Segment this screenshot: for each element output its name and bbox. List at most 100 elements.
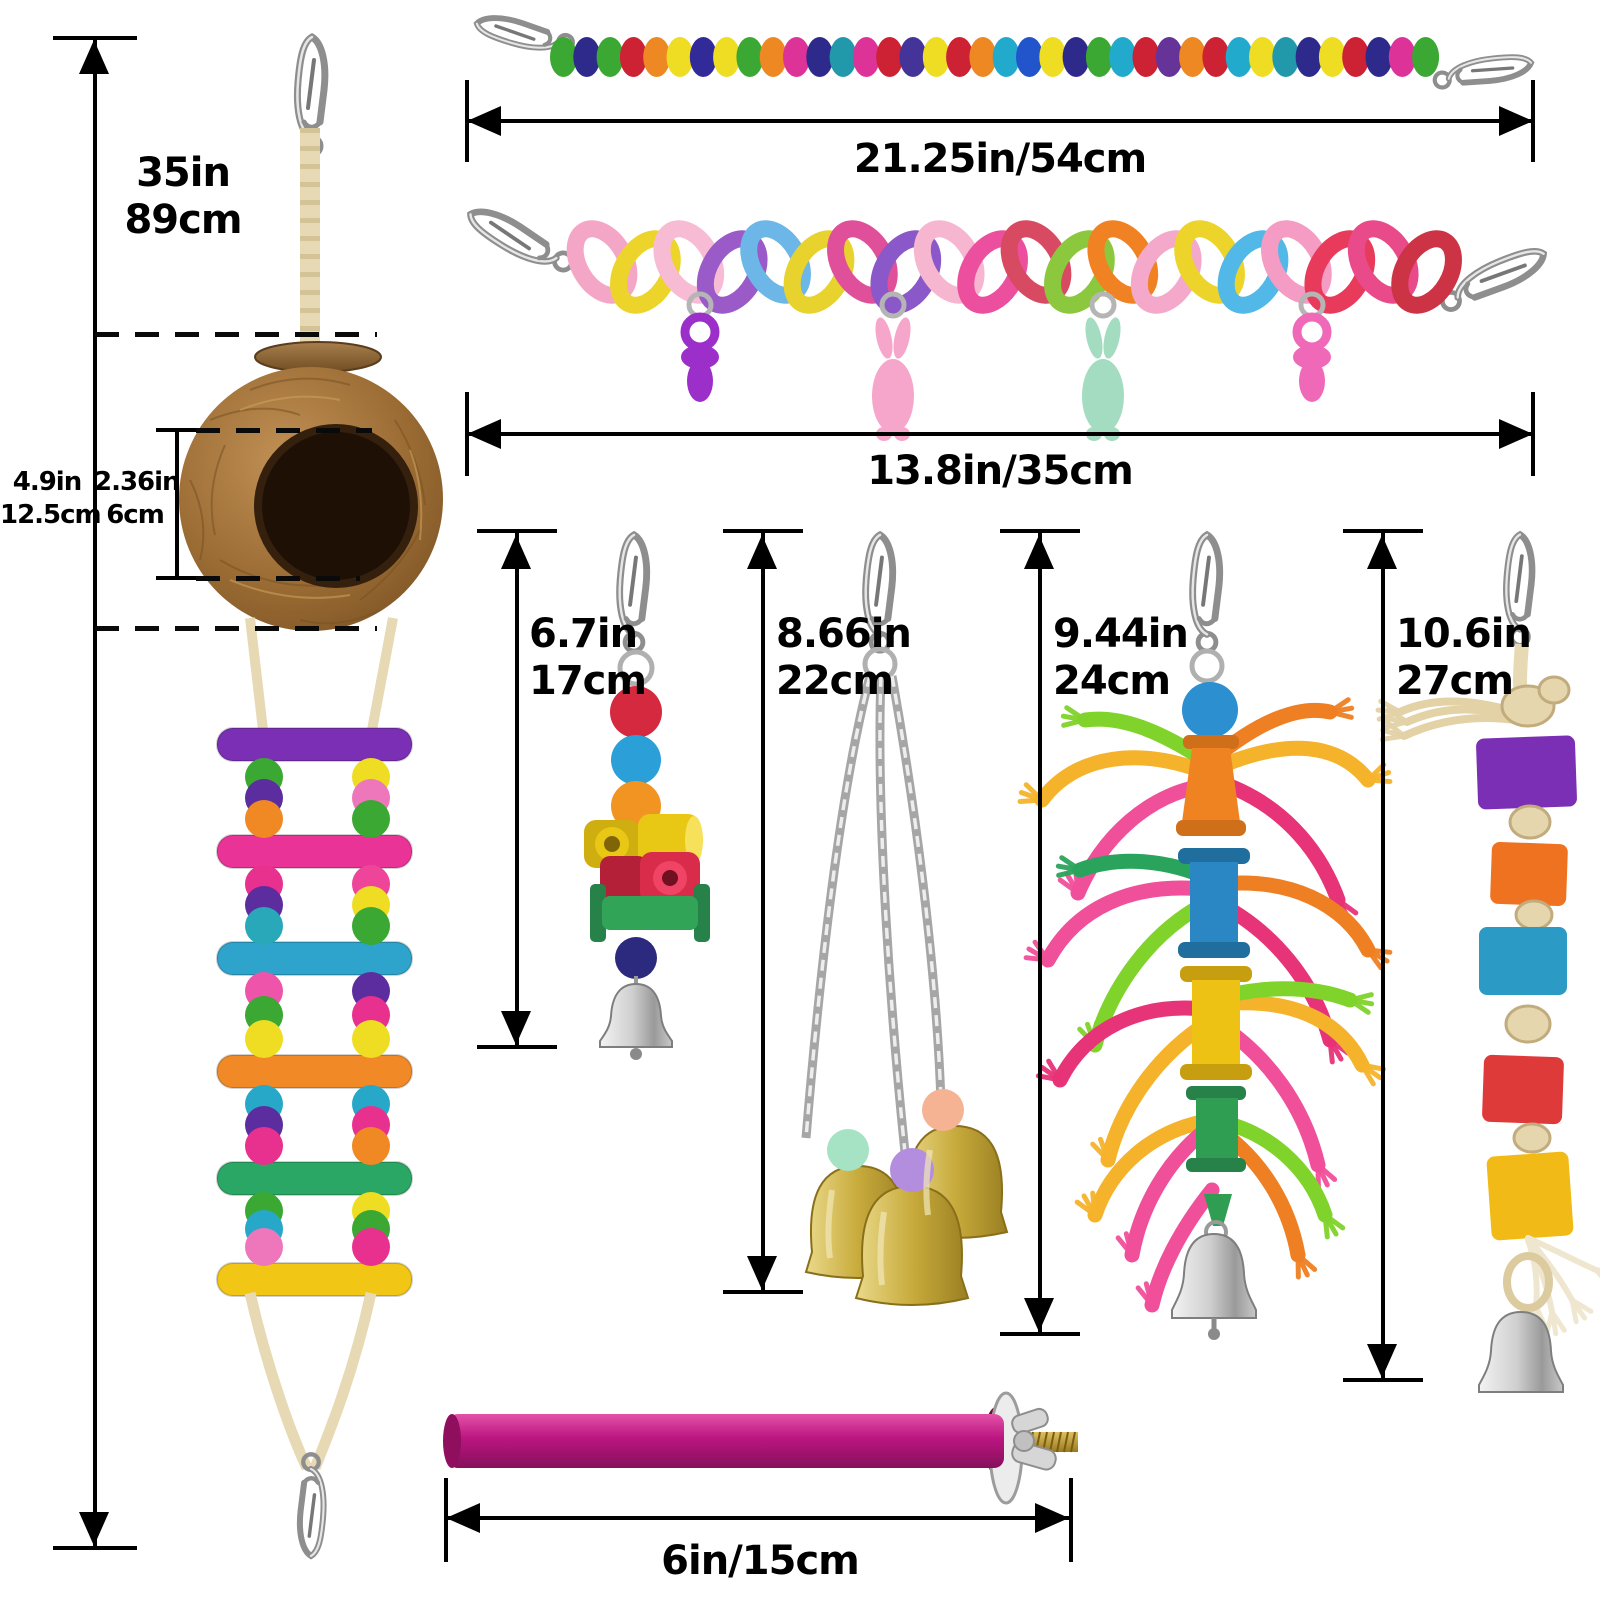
rope-fray (1059, 855, 1083, 873)
bar-bead (899, 37, 927, 77)
bar-bead (1155, 37, 1183, 77)
ladder-bead (352, 800, 390, 838)
coconut-nest-ladder-toy (179, 37, 443, 1556)
dim-total-arrow-up (79, 40, 109, 74)
bar-bead (736, 37, 764, 77)
yellow-cube (1486, 1151, 1574, 1241)
bunny-ear (1085, 317, 1103, 359)
bar-bead (783, 37, 810, 77)
bar-bead (1202, 37, 1230, 77)
bar-bead (759, 37, 787, 77)
rope-fray (1365, 947, 1384, 971)
bar-bead (596, 37, 624, 77)
bar-bead (1365, 37, 1393, 77)
dim-chain-arrow-left (467, 419, 501, 449)
bunny-body (872, 359, 914, 433)
pacifier-charm (1292, 291, 1332, 402)
dim-chainbell-top-tick (723, 529, 803, 533)
dim-beadbar-arrow-right (1499, 106, 1533, 136)
dim-chain-label: 13.8in/35cm (867, 448, 1134, 494)
yellow-spool-body (1192, 980, 1240, 1066)
red-bead (610, 686, 662, 738)
ladder-rung (216, 834, 413, 869)
ladder-bead (245, 1228, 283, 1266)
dim-ropetoy-line (1038, 533, 1042, 1332)
purple-cube (1476, 735, 1577, 810)
ladder-bead (352, 1228, 390, 1266)
dim-hole-line (175, 430, 179, 578)
dim-perch-right-tick (1069, 1478, 1073, 1562)
bar-bead (1062, 37, 1090, 77)
rope-fray (1046, 1058, 1063, 1083)
dim-ropetoy-bottom-tick (1000, 1332, 1080, 1336)
bar-bead (1016, 37, 1043, 77)
wood-block-toy (1375, 535, 1600, 1393)
green-spool-body (1196, 1098, 1238, 1160)
dim-blocktoy-top-tick (1343, 529, 1423, 533)
dim-perch-arrow-right (1035, 1503, 1069, 1533)
rope-knot (1537, 675, 1571, 705)
guide-nest-bottom (95, 626, 377, 631)
dim-hole-bottom-tick (156, 576, 196, 580)
pacifier-handle (680, 312, 720, 352)
dim-perch-arrow-left (446, 1503, 480, 1533)
bar-bead (992, 37, 1020, 77)
purple-bead (890, 1148, 934, 1192)
rope-strand (1040, 880, 1220, 968)
bar-bead (643, 37, 671, 77)
ladder-bead (245, 907, 283, 945)
chain-clasp-left-icon (464, 203, 576, 277)
dim-beadbar-arrow-left (467, 106, 501, 136)
nest-to-ladder-rope-left (245, 617, 268, 731)
perch-rod-end (443, 1414, 461, 1468)
chain-charm-toy (464, 203, 1549, 441)
bunny-charm (872, 291, 914, 441)
bar-bead (1085, 37, 1113, 77)
ladder-bead (352, 1127, 390, 1165)
bead-bell-toy (584, 535, 710, 1060)
wire-ring (617, 649, 655, 687)
dim-blocktoy-line (1381, 533, 1385, 1378)
dim-beadbell-label-in: 6.7in (529, 611, 638, 657)
bunny-ear (893, 317, 911, 359)
bunny-ear (1103, 317, 1121, 359)
dim-beadbell-top-tick (477, 529, 557, 533)
coconut-hole (254, 424, 418, 588)
dim-beadbell-label-cm: 17cm (529, 658, 647, 705)
silver-bell (1478, 1310, 1564, 1393)
dim-beadbell-bottom-tick (477, 1045, 557, 1049)
rope-toy-clasp-icon (1193, 535, 1220, 651)
bar-bead (1249, 37, 1276, 77)
guide-nest-top (95, 332, 377, 337)
bell-clapper (1208, 1328, 1220, 1340)
blue-spool-body (1190, 862, 1238, 944)
rope-strand (1034, 750, 1220, 808)
dim-ropetoy-top-tick (1000, 529, 1080, 533)
perch-rod (448, 1414, 1004, 1468)
orange-spool-flange (1183, 735, 1239, 749)
rope-tassel-bottom (1524, 1235, 1600, 1337)
nest-to-ladder-rope-right (367, 617, 398, 731)
chain-bells-toy (801, 535, 1009, 1306)
rope-fray (1347, 997, 1371, 1015)
pacifier-charm (680, 291, 720, 402)
rope-fray (1105, 1135, 1113, 1163)
ladder-v-rope-left (244, 1291, 312, 1471)
dim-beadbell-label: 6.7in 17cm (529, 611, 647, 705)
dim-total-top-tick (53, 36, 137, 40)
spool-hole (604, 836, 620, 852)
wire-ring (1189, 648, 1225, 684)
ladder-rung (216, 1161, 413, 1196)
red-cube (1482, 1054, 1564, 1125)
dim-chainbell-bottom-tick (723, 1290, 803, 1294)
blue-spool-flange (1178, 942, 1250, 958)
bar-bead (1318, 37, 1346, 77)
dim-nest-label: 4.9in 12.5cm (0, 466, 102, 531)
rope-knot (1514, 899, 1554, 931)
blue-cube (1479, 927, 1567, 995)
peach-bead (922, 1089, 964, 1131)
blue-spool-flange (1178, 848, 1250, 864)
rope-fray (1327, 709, 1354, 720)
dim-beadbell-arrow-down (501, 1011, 531, 1045)
